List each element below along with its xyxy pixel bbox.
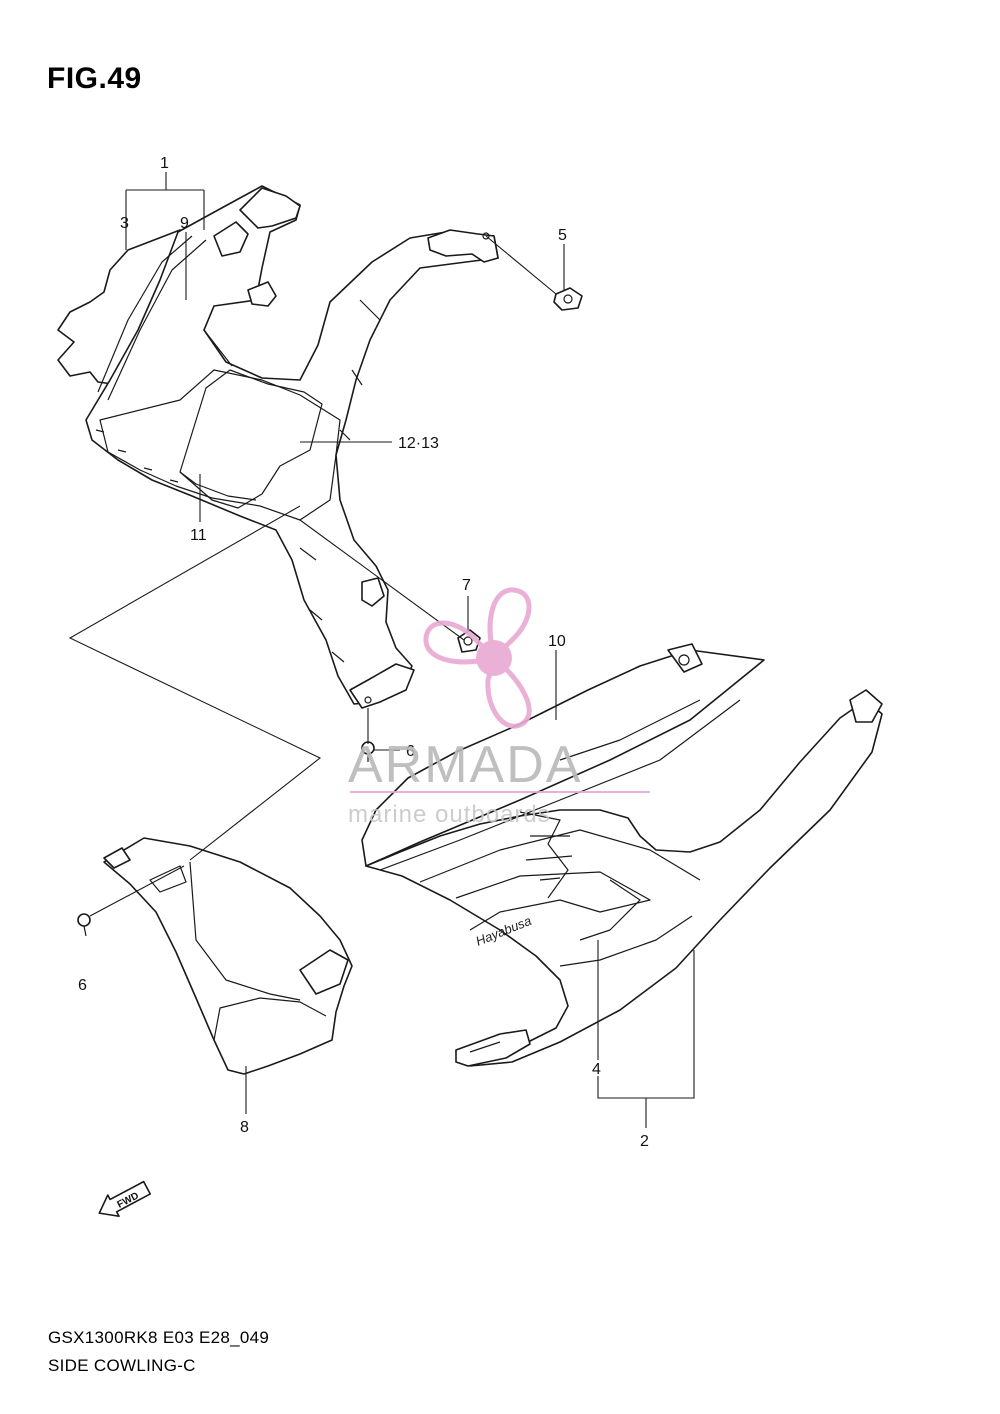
callout-5: 5 bbox=[558, 227, 567, 244]
assembly-guide bbox=[68, 505, 322, 861]
rib-left-2 bbox=[107, 239, 207, 401]
leader-5 bbox=[485, 235, 565, 295]
kanji-strokes bbox=[525, 835, 573, 881]
callout-12-13: 12·13 bbox=[398, 435, 439, 452]
fwd-arrow: FWD bbox=[98, 1180, 152, 1218]
callout-2: 2 bbox=[640, 1133, 649, 1150]
side-panel-slot bbox=[149, 865, 187, 893]
tab-hole bbox=[678, 654, 690, 666]
mount-bracket-right bbox=[427, 229, 499, 263]
fastener-6-lower bbox=[77, 913, 91, 937]
tab-upper-left bbox=[667, 643, 703, 673]
model-code: GSX1300RK8 E03 E28_049 bbox=[48, 1328, 270, 1347]
side-panel-8 bbox=[103, 837, 353, 1075]
callout-10: 10 bbox=[548, 633, 566, 650]
stripe-2 bbox=[419, 829, 701, 883]
leader-1 bbox=[125, 172, 205, 250]
propeller-logo-icon bbox=[423, 587, 532, 729]
side-panel-lower bbox=[213, 997, 327, 1041]
bolt-hole-lower bbox=[364, 696, 372, 704]
leader-6-upper bbox=[367, 708, 400, 751]
grommet-7-hole bbox=[463, 636, 473, 646]
clip-upper-left bbox=[213, 221, 249, 257]
side-panel-body bbox=[103, 837, 353, 1075]
mount-bracket-left bbox=[239, 187, 301, 229]
upper-contour bbox=[559, 699, 701, 761]
stripe-3 bbox=[455, 871, 651, 931]
leader-6-lower bbox=[89, 865, 185, 917]
section-name: SIDE COWLING-C bbox=[48, 1356, 196, 1375]
watermark-brand: ARMADA bbox=[348, 736, 582, 794]
rib-notches bbox=[339, 299, 381, 441]
stripe-1 bbox=[379, 699, 741, 871]
callout-7: 7 bbox=[462, 577, 471, 594]
duct-edge bbox=[179, 471, 257, 501]
fastener-5 bbox=[553, 287, 583, 311]
inner-cowl-assembly bbox=[57, 185, 499, 709]
side-panel-inner bbox=[189, 861, 301, 1001]
leader-7 bbox=[299, 519, 469, 641]
figure-title: FIG.49 bbox=[47, 62, 142, 95]
kanji-graphic bbox=[519, 811, 569, 899]
outer-cowl-4 bbox=[361, 649, 765, 867]
callout-11: 11 bbox=[190, 527, 207, 544]
tab-upper-right bbox=[849, 689, 883, 723]
watermark: ARMADA marine outboards bbox=[348, 587, 650, 828]
edge-slots bbox=[95, 429, 179, 483]
callout-9: 9 bbox=[180, 215, 189, 232]
duct-11 bbox=[179, 369, 323, 509]
tab-lower-slot bbox=[469, 1041, 501, 1053]
callout-8: 8 bbox=[240, 1119, 249, 1136]
rib-left bbox=[97, 235, 193, 393]
grommet-5 bbox=[553, 287, 583, 311]
watermark-tagline: marine outboards bbox=[348, 801, 551, 828]
outer-cowl-2 bbox=[365, 699, 883, 1067]
fwd-arrow-shape bbox=[98, 1180, 152, 1218]
bolt-hole-right bbox=[482, 232, 490, 240]
rib-mid bbox=[203, 305, 233, 367]
swoosh bbox=[579, 879, 641, 941]
callout-4: 4 bbox=[592, 1061, 601, 1078]
outer-cowl-assembly: Hayabusa bbox=[361, 643, 883, 1067]
lower-contour bbox=[559, 915, 693, 967]
lower-notches bbox=[299, 547, 345, 663]
side-panel-clip-top bbox=[103, 847, 131, 869]
screw-6-lower bbox=[77, 913, 91, 927]
inner-panel-face bbox=[99, 369, 341, 521]
mount-bracket-lower bbox=[349, 663, 415, 709]
leader-lines bbox=[68, 172, 695, 1128]
callout-labels: 1 3 9 5 12·13 11 7 10 6 6 8 4 2 bbox=[78, 155, 649, 1150]
callout-1: 1 bbox=[160, 155, 169, 172]
screw-6-lower-shaft bbox=[83, 925, 87, 937]
clip-mid-left bbox=[247, 281, 277, 307]
tab-lower bbox=[455, 1029, 531, 1067]
fwd-arrow-label: FWD bbox=[116, 1190, 141, 1210]
side-panel-clip-right bbox=[299, 949, 349, 995]
leader-2 bbox=[597, 950, 695, 1128]
clip-lower-right bbox=[361, 577, 385, 607]
grommet-5-hole bbox=[563, 294, 573, 304]
callout-3: 3 bbox=[120, 215, 129, 232]
callout-6-upper: 6 bbox=[406, 743, 415, 760]
callout-6-lower: 6 bbox=[78, 977, 87, 994]
